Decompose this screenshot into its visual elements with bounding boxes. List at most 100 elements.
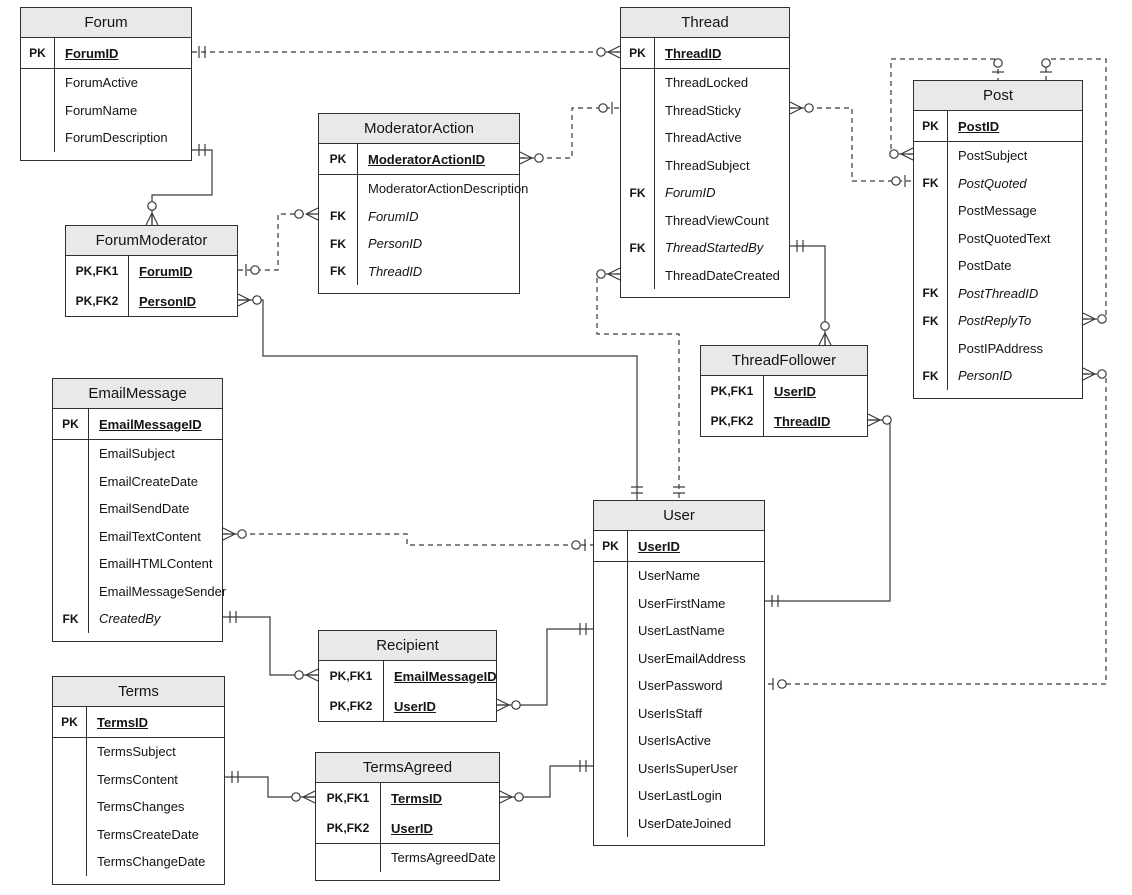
- key-label: FK: [53, 605, 89, 633]
- relation-thread-user: [596, 267, 685, 500]
- key-label: FK: [914, 169, 948, 197]
- field-name: UserID: [394, 698, 436, 714]
- key-label: [621, 124, 655, 152]
- key-label: [594, 562, 628, 590]
- field-row: PostQuotedText: [914, 224, 1082, 252]
- key-label: [621, 206, 655, 234]
- key-label: [914, 142, 948, 170]
- field-name: PostID: [958, 118, 1000, 134]
- field-row: EmailHTMLContent: [53, 550, 222, 578]
- field-name: EmailCreateDate: [99, 473, 198, 489]
- key-label: [594, 617, 628, 645]
- field-name: PostReplyTo: [958, 313, 1032, 329]
- key-label: [53, 793, 87, 821]
- key-label: PK: [914, 111, 948, 141]
- key-label: FK: [621, 234, 655, 262]
- field-row: TermsSubject: [53, 738, 224, 766]
- field-name: TermsChanges: [97, 799, 185, 815]
- field-row: ThreadSubject: [621, 151, 789, 179]
- key-label: [594, 727, 628, 755]
- key-label: PK,FK1: [701, 376, 764, 406]
- field-row: FK CreatedBy: [53, 605, 222, 633]
- field-name: UserEmailAddress: [638, 650, 746, 666]
- field-name: PersonID: [368, 236, 423, 252]
- field-section: TermsAgreedDate: [316, 844, 499, 880]
- field-name: TermsContent: [97, 771, 178, 787]
- relation-thread-threadfollower: [790, 240, 832, 346]
- key-label: [914, 334, 948, 362]
- field-row: EmailSendDate: [53, 495, 222, 523]
- field-name: EmailSubject: [99, 446, 175, 462]
- field-name: EmailHTMLContent: [99, 556, 213, 572]
- entity-title: Thread: [621, 8, 789, 38]
- field-name: PostQuotedText: [958, 230, 1051, 246]
- field-row: ForumName: [21, 96, 191, 124]
- field-row: TermsCreateDate: [53, 820, 224, 848]
- field-name: ForumID: [368, 208, 419, 224]
- field-name: EmailMessageID: [99, 416, 202, 432]
- field-row: UserDateJoined: [594, 809, 764, 837]
- field-row: ThreadSticky: [621, 96, 789, 124]
- key-label: [594, 672, 628, 700]
- entity-title: Recipient: [319, 631, 496, 661]
- field-row: UserIsActive: [594, 727, 764, 755]
- field-name: UserID: [391, 820, 433, 836]
- key-row: PK EmailMessageID: [53, 409, 222, 439]
- key-label: [53, 467, 89, 495]
- field-name: UserName: [638, 568, 701, 584]
- key-label: [594, 782, 628, 810]
- key-label: PK: [53, 409, 89, 439]
- key-label: PK,FK1: [316, 783, 381, 813]
- field-row: PostIPAddress: [914, 334, 1082, 362]
- key-label: [621, 69, 655, 97]
- key-label: [53, 820, 87, 848]
- field-name: ThreadID: [774, 413, 831, 429]
- field-row: PostDate: [914, 252, 1082, 280]
- field-row: UserIsSuperUser: [594, 754, 764, 782]
- key-label: [621, 96, 655, 124]
- field-name: UserIsStaff: [638, 705, 703, 721]
- field-name: ThreadStartedBy: [665, 240, 764, 256]
- field-name: TermsCreateDate: [97, 826, 199, 842]
- field-name: EmailTextContent: [99, 528, 201, 544]
- field-row: EmailTextContent: [53, 522, 222, 550]
- field-name: PostIPAddress: [958, 340, 1044, 356]
- field-name: ThreadID: [665, 45, 722, 61]
- field-name: CreatedBy: [99, 611, 161, 627]
- field-row: ThreadViewCount: [621, 206, 789, 234]
- field-name: ForumID: [665, 185, 716, 201]
- field-name: UserFirstName: [638, 595, 726, 611]
- key-label: [594, 589, 628, 617]
- key-label: [53, 738, 87, 766]
- relation-forum-thread: [192, 45, 621, 59]
- field-name: ThreadLocked: [665, 75, 749, 91]
- field-row: UserEmailAddress: [594, 644, 764, 672]
- key-label: [316, 844, 381, 872]
- field-row: ThreadLocked: [621, 69, 789, 97]
- field-name: UserIsActive: [638, 733, 711, 749]
